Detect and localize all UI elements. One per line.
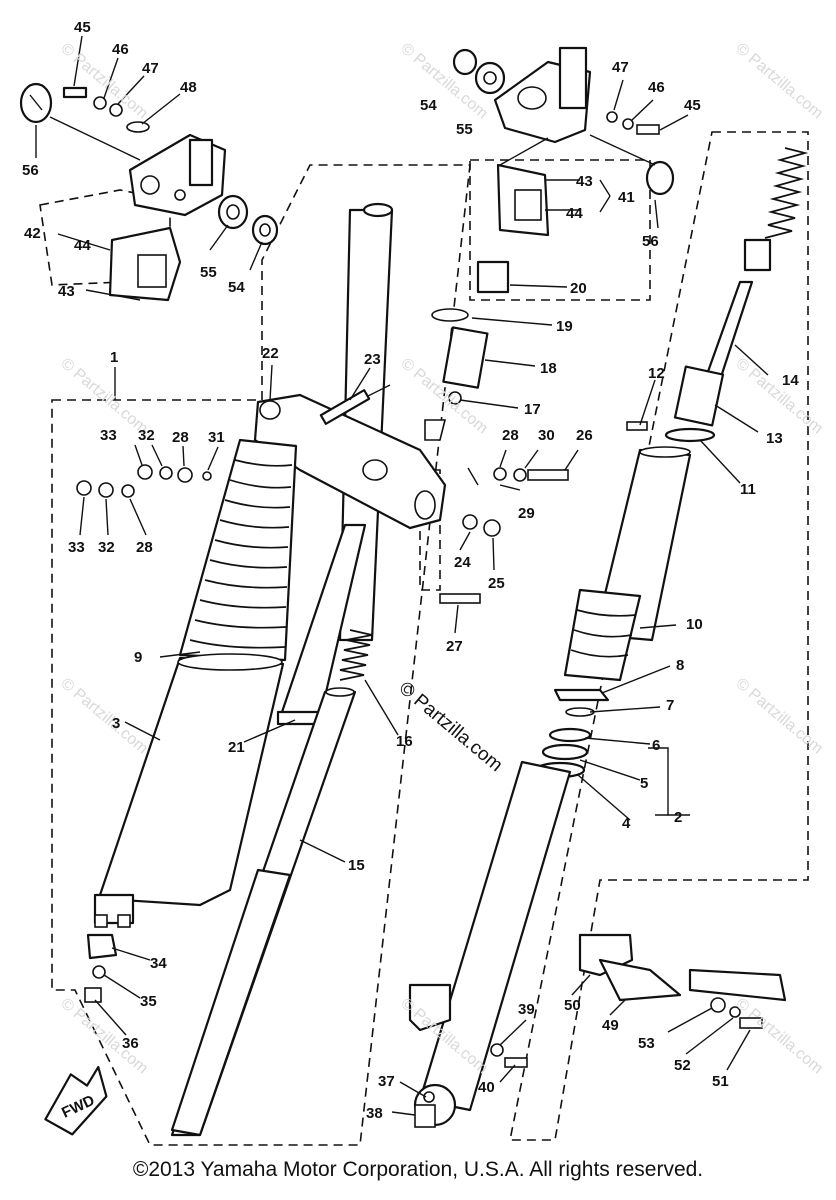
watermark-text: © Partzilla.com: [57, 355, 151, 437]
callout-44: 44: [566, 205, 583, 222]
callout-30: 30: [538, 427, 555, 444]
watermark-text: © Partzilla.com: [57, 40, 151, 122]
callout-49: 49: [602, 1017, 619, 1034]
callout-21: 21: [228, 739, 245, 756]
callout-35: 35: [140, 993, 157, 1010]
callout-56: 56: [22, 162, 39, 179]
fork-assembly-frame-right: [509, 131, 809, 1141]
inner-tube-frame: [419, 469, 441, 591]
left-handlebar-clamp: [19, 82, 279, 302]
callout-22: 22: [262, 345, 279, 362]
inner-tube-15: [170, 687, 357, 1137]
upper-bracket-frame-right: [469, 159, 651, 301]
callout-50: 50: [564, 997, 581, 1014]
callout-43: 43: [576, 173, 593, 190]
right-tube-11: [593, 446, 692, 642]
callout-labels: 45 46 47 48 56 42 44 43 55 54 54 55 47 4…: [22, 19, 799, 1122]
leader-lines: [35, 35, 769, 1116]
callout-55: 55: [200, 264, 217, 281]
callout-32: 32: [138, 427, 155, 444]
callout-54: 54: [420, 97, 437, 114]
callout-11: 11: [740, 481, 756, 498]
callout-8: 8: [676, 657, 684, 674]
callout-33: 33: [100, 427, 117, 444]
callout-2: 2: [674, 809, 682, 826]
right-outer-tube: [408, 760, 572, 1127]
left-outer-tube: [93, 653, 285, 928]
callout-16: 16: [396, 733, 413, 750]
callout-14: 14: [782, 372, 799, 389]
callout-29: 29: [518, 505, 535, 522]
callout-47: 47: [142, 60, 159, 77]
callout-46: 46: [112, 41, 129, 58]
watermark-text: © Partzilla.com: [57, 675, 151, 757]
callout-41: 41: [618, 189, 635, 206]
callout-56: 56: [642, 233, 659, 250]
callout-26: 26: [576, 427, 593, 444]
damper-rod: [276, 523, 367, 726]
callout-27: 27: [446, 638, 463, 655]
callout-36: 36: [122, 1035, 139, 1052]
callout-54: 54: [228, 279, 245, 296]
callout-53: 53: [638, 1035, 655, 1052]
right-handlebar-clamp: [452, 46, 675, 237]
callout-28: 28: [136, 539, 153, 556]
right-tube-13: [664, 365, 725, 443]
callout-37: 37: [378, 1073, 395, 1090]
callout-28: 28: [172, 429, 189, 446]
callout-28: 28: [502, 427, 519, 444]
callout-3: 3: [112, 715, 120, 732]
callout-20: 20: [570, 280, 587, 297]
callout-39: 39: [518, 1001, 535, 1018]
callout-52: 52: [674, 1057, 691, 1074]
fork-assembly-frame-left: [51, 164, 471, 1146]
callout-1: 1: [110, 349, 118, 366]
callout-51: 51: [712, 1073, 729, 1090]
callout-18: 18: [540, 360, 557, 377]
left-fork-boot: [178, 438, 298, 662]
callout-45: 45: [74, 19, 91, 36]
callout-5: 5: [640, 775, 648, 792]
right-boot-10: [563, 588, 642, 682]
callout-45: 45: [684, 97, 701, 114]
callout-46: 46: [648, 79, 665, 96]
watermark-center: © Partzilla.com: [395, 678, 507, 776]
fork-spring-16: [339, 629, 373, 681]
callout-48: 48: [180, 79, 197, 96]
callout-47: 47: [612, 59, 629, 76]
callout-24: 24: [454, 554, 471, 571]
callout-12: 12: [648, 365, 665, 382]
callout-55: 55: [456, 121, 473, 138]
copyright-text: ©2013 Yamaha Motor Corporation, U.S.A. A…: [132, 1158, 704, 1181]
callout-38: 38: [366, 1105, 383, 1122]
callout-44: 44: [74, 237, 91, 254]
callout-13: 13: [766, 430, 783, 447]
callout-34: 34: [150, 955, 167, 972]
callout-19: 19: [556, 318, 573, 335]
right-fork-spring-top: [703, 147, 809, 382]
callout-40: 40: [478, 1079, 495, 1096]
lever-bracket: [578, 933, 787, 1029]
fwd-arrow-icon: FWD: [44, 1065, 108, 1136]
upper-bracket: [253, 384, 447, 530]
small-hardware: [76, 260, 648, 1128]
callout-43: 43: [58, 283, 75, 300]
watermark-text: © Partzilla.com: [732, 40, 826, 122]
callout-32: 32: [98, 539, 115, 556]
watermark-text: © Partzilla.com: [732, 675, 826, 757]
callout-9: 9: [134, 649, 142, 666]
callout-10: 10: [686, 616, 703, 633]
callout-33: 33: [68, 539, 85, 556]
callout-42: 42: [24, 225, 41, 242]
callout-25: 25: [488, 575, 505, 592]
callout-6: 6: [652, 737, 660, 754]
callout-15: 15: [348, 857, 365, 874]
callout-4: 4: [622, 815, 631, 832]
callout-7: 7: [666, 697, 674, 714]
callout-23: 23: [364, 351, 381, 368]
callout-31: 31: [208, 429, 225, 446]
callout-17: 17: [524, 401, 541, 418]
